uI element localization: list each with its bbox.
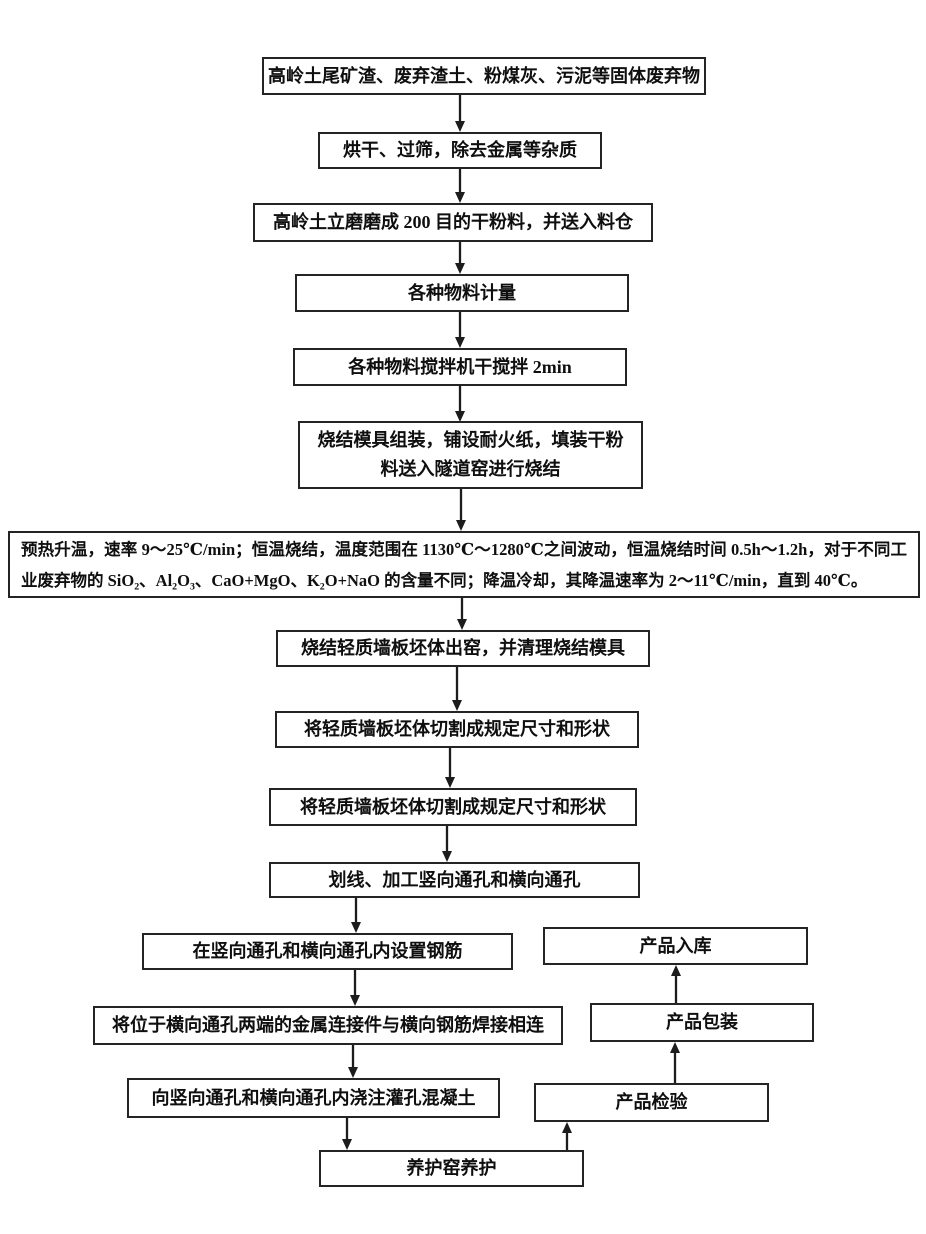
flow-step-cutting-1: 将轻质墙板坯体切割成规定尺寸和形状: [275, 711, 639, 748]
arrow-scribing-to-rebar: [351, 898, 361, 933]
arrow-raw-materials-to-drying: [455, 95, 465, 132]
flow-step-drying-sieving: 烘干、过筛，除去金属等杂质: [318, 132, 602, 169]
flow-step-grouting: 向竖向通孔和横向通孔内浇注灌孔混凝土: [127, 1078, 500, 1118]
flow-step-warehousing: 产品入库: [543, 927, 808, 965]
arrow-inspection-to-packaging: [670, 1042, 680, 1083]
arrow-mixing-to-mold-assembly: [455, 386, 465, 422]
flow-step-welding: 将位于横向通孔两端的金属连接件与横向钢筋焊接相连: [93, 1006, 563, 1045]
arrow-grouting-to-curing: [342, 1118, 352, 1150]
arrow-welding-to-grouting: [348, 1045, 358, 1078]
flow-step-scribing-holes: 划线、加工竖向通孔和横向通孔: [269, 862, 640, 898]
arrow-packaging-to-warehousing: [671, 965, 681, 1003]
arrow-sintering-to-demolding: [457, 598, 467, 630]
flow-step-cutting-2: 将轻质墙板坯体切割成规定尺寸和形状: [269, 788, 637, 826]
arrow-milling-to-metering: [455, 242, 465, 274]
flow-step-curing: 养护窑养护: [319, 1150, 584, 1187]
flow-step-raw-materials: 高岭土尾矿渣、废弃渣土、粉煤灰、污泥等固体废弃物: [262, 57, 706, 95]
flow-step-sintering: 预热升温，速率 9～25℃/min；恒温烧结，温度范围在 1130℃～1280℃…: [8, 531, 920, 598]
flow-step-inspection: 产品检验: [534, 1083, 769, 1122]
arrow-metering-to-mixing: [455, 312, 465, 348]
flow-step-mold-assembly: 烧结模具组装，铺设耐火纸，填装干粉料送入隧道窑进行烧结: [298, 421, 643, 489]
flow-step-dry-mixing: 各种物料搅拌机干搅拌 2min: [293, 348, 627, 386]
flow-step-metering: 各种物料计量: [295, 274, 629, 312]
arrow-rebar-to-welding: [350, 970, 360, 1006]
arrow-drying-to-milling: [455, 169, 465, 203]
arrow-cutting-1-to-cutting-2: [445, 748, 455, 788]
arrow-mold-assembly-to-sintering: [456, 489, 466, 531]
arrow-cutting-2-to-scribing: [442, 826, 452, 862]
flow-step-milling: 高岭土立磨磨成 200 目的干粉料，并送入料仓: [253, 203, 653, 242]
flow-step-demolding: 烧结轻质墙板坯体出窑，并清理烧结模具: [276, 630, 650, 667]
flow-step-packaging: 产品包装: [590, 1003, 814, 1042]
flow-step-rebar-placement: 在竖向通孔和横向通孔内设置钢筋: [142, 933, 513, 970]
arrow-demolding-to-cutting-1: [452, 667, 462, 711]
arrow-curing-to-inspection: [562, 1122, 572, 1150]
